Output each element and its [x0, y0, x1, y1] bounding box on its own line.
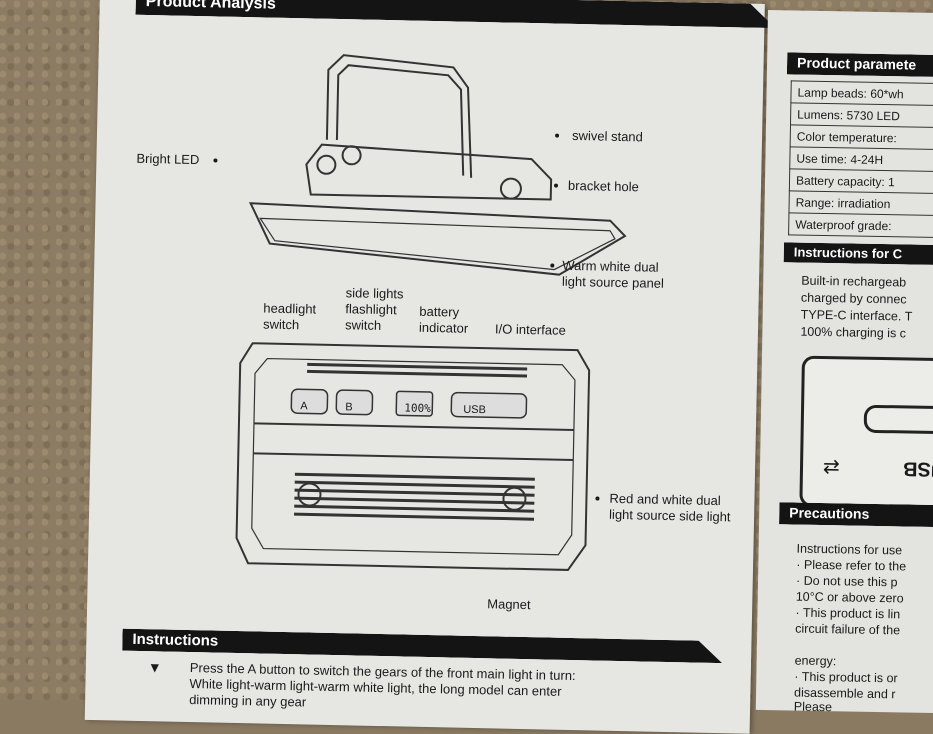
precaution-line-5: · This product is lin	[795, 605, 901, 622]
param-row: Battery capacity: 1	[789, 168, 933, 195]
bracket-hole-shape	[499, 177, 522, 200]
precaution-line-6: circuit failure of the	[795, 621, 901, 638]
bright-led-label: Bright LED	[136, 150, 200, 168]
swivel-stand-label: swivel stand	[571, 127, 644, 145]
instructions-header: Instructions	[122, 629, 722, 664]
param-cell: Lumens: 5730 LED	[790, 102, 933, 129]
param-row: Waterproof grade:	[788, 212, 933, 239]
magnet-label: Magnet	[487, 596, 531, 613]
instructions-title: Instructions	[132, 630, 219, 650]
panel-pointer	[550, 263, 555, 268]
usb-text: USB	[463, 403, 487, 417]
param-cell: Range: irradiation	[788, 190, 933, 217]
param-cell: Waterproof grade:	[788, 212, 933, 239]
precaution-line-11: Please	[793, 699, 833, 715]
precaution-line-2: · Please refer to the	[796, 557, 907, 574]
precautions-header: Precautions	[779, 502, 933, 527]
button-a-text: A	[300, 400, 308, 413]
headlight-switch-label: headlight switch	[262, 300, 317, 333]
usb-port-label: USB	[902, 457, 933, 481]
precaution-line-8: energy:	[794, 653, 837, 669]
usb-symbol-icon: ⇄	[822, 456, 840, 479]
manual-page-left: Product Analysis swivel stand Bright LED…	[84, 0, 765, 734]
usb-port-shape	[450, 391, 528, 419]
param-row: Use time: 4-24H	[789, 146, 933, 173]
side-light-label: Red and white dual light source side lig…	[608, 490, 731, 525]
param-cell: Lamp beads: 60*wh	[790, 80, 933, 107]
bracket-hole-pointer	[553, 183, 559, 188]
instructions-arrow-icon: ▼	[147, 659, 162, 676]
param-cell: Battery capacity: 1	[789, 168, 933, 195]
button-b-text: B	[345, 401, 353, 414]
swivel-stand-shape	[325, 54, 473, 178]
param-row: Range: irradiation	[788, 190, 933, 217]
button-b-shape	[335, 389, 374, 416]
panel-label: Warm white dual light source panel	[561, 257, 665, 291]
bright-led-pointer	[213, 158, 218, 163]
battery-display-shape	[395, 390, 434, 417]
bracket-hole-label: bracket hole	[567, 177, 639, 195]
charge-title: Instructions for C	[793, 244, 903, 262]
param-row: Lamp beads: 60*wh	[790, 80, 933, 107]
product-analysis-title: Product Analysis	[145, 0, 277, 13]
type-c-port-shape	[863, 404, 933, 435]
charge-line-3: TYPE-C interface. T	[800, 307, 913, 324]
light-panel-shape	[248, 202, 627, 276]
swivel-stand-pointer	[555, 133, 560, 138]
precaution-line-1: Instructions for use	[796, 541, 903, 558]
param-row: Color temperature:	[790, 124, 933, 151]
precautions-title: Precautions	[789, 504, 870, 522]
params-table: Lamp beads: 60*wh Lumens: 5730 LED Color…	[788, 80, 933, 239]
io-interface-label: I/O interface	[494, 321, 566, 338]
charge-header: Instructions for C	[784, 242, 933, 265]
usb-port-diagram: USB ⇄	[799, 355, 933, 511]
params-title: Product paramete	[796, 54, 917, 73]
charge-line-4: 100% charging is c	[800, 324, 907, 341]
param-cell: Color temperature:	[790, 124, 933, 151]
param-cell: Use time: 4-24H	[789, 146, 933, 173]
params-header: Product paramete	[787, 52, 933, 77]
battery-display-text: 100%	[404, 401, 431, 416]
lamp-rear-diagram	[235, 342, 591, 571]
button-a-shape	[290, 388, 329, 415]
precaution-line-3: · Do not use this p	[795, 573, 898, 590]
precaution-line-9: · This product is or	[794, 669, 898, 686]
side-light-pointer	[595, 496, 600, 501]
precaution-line-4: 10°C or above zero	[795, 589, 904, 606]
charge-line-1: Built-in rechargeab	[801, 273, 907, 290]
product-analysis-header: Product Analysis	[135, 0, 775, 28]
battery-indicator-label: battery indicator	[418, 303, 469, 336]
side-lights-switch-label: side lights flashlight switch	[344, 285, 404, 333]
manual-page-right: Product paramete Lamp beads: 60*wh Lumen…	[755, 10, 933, 715]
instructions-line-3: dimming in any gear	[189, 692, 307, 710]
param-row: Lumens: 5730 LED	[790, 102, 933, 129]
lamp-front-diagram	[248, 54, 627, 276]
charge-line-2: charged by connec	[800, 290, 907, 307]
